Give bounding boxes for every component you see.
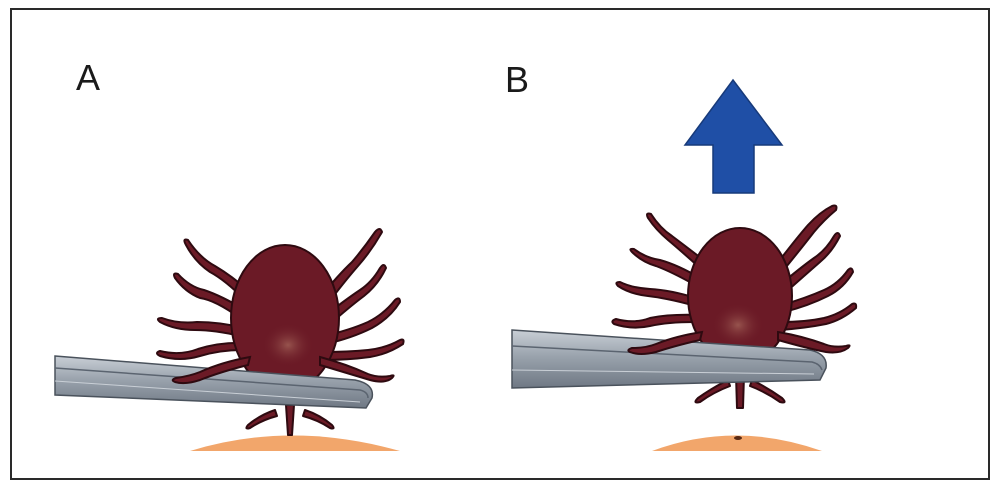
arrow-up-icon (685, 80, 782, 193)
panel-a (55, 229, 404, 451)
panel-b (512, 80, 856, 451)
tick-highlight-b (712, 303, 764, 347)
tick-body-a (231, 245, 339, 391)
skin-surface-a (190, 436, 400, 452)
tick-highlight-a (262, 323, 314, 367)
bite-mark (734, 436, 742, 440)
